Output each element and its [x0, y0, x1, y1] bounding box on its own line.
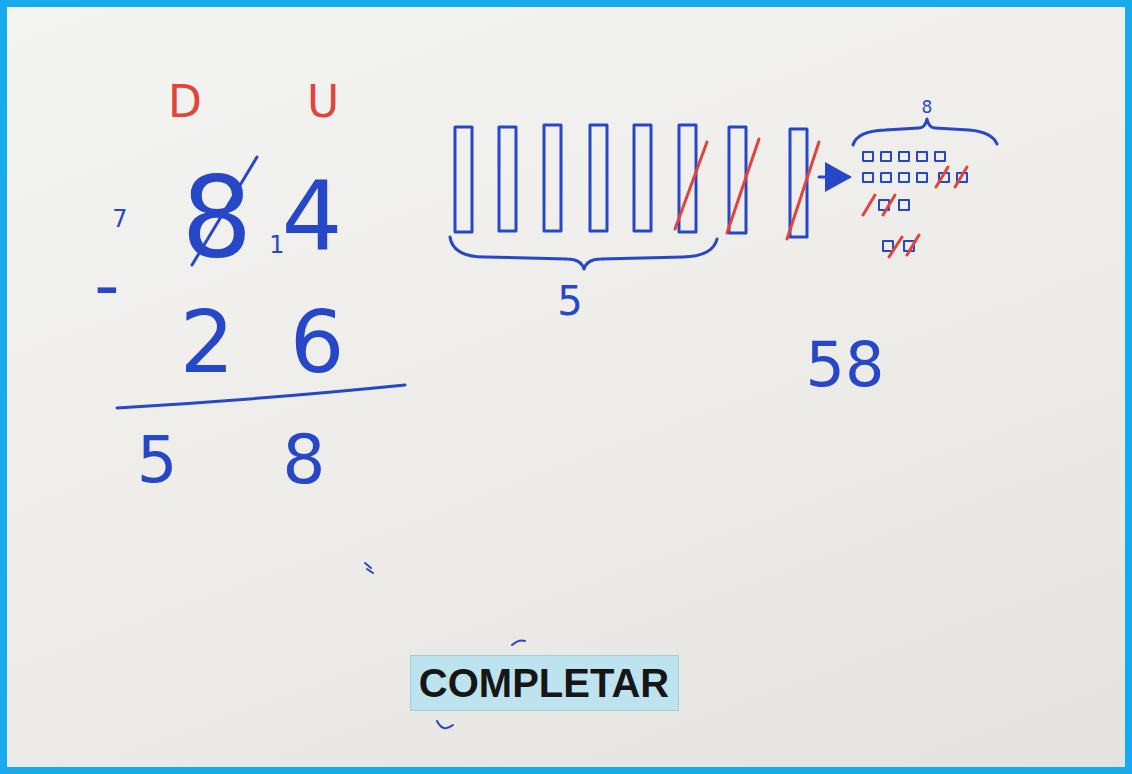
cross-marks: [675, 139, 967, 257]
card-text: COMPLETAR: [419, 663, 669, 703]
units-digit: 4: [281, 169, 342, 265]
result-digit: 8: [282, 426, 325, 494]
arrow: [819, 176, 849, 179]
tens-digit: 2: [180, 299, 235, 385]
tens-digit: 8: [181, 161, 252, 273]
unit-squares: [863, 152, 967, 251]
column-header: U: [307, 80, 339, 124]
count-label: 8: [922, 99, 933, 116]
brace: [450, 237, 717, 269]
column-header: D: [168, 80, 202, 124]
minus-sign: -: [94, 250, 119, 320]
ten-rods: [455, 125, 807, 237]
units-digit: 6: [290, 299, 345, 385]
result-digit: 5: [137, 428, 178, 492]
borrow-digit: 7: [112, 207, 127, 231]
label-card: COMPLETAR: [410, 655, 679, 711]
whiteboard: DU7814-26585858COMPLETAR: [7, 7, 1125, 767]
text-layer: DU7814-26585858COMPLETAR: [7, 7, 1125, 767]
brace: [853, 119, 997, 145]
count-label: 5: [557, 281, 582, 321]
sum-line: [117, 385, 405, 408]
result-number: 58: [806, 334, 885, 396]
